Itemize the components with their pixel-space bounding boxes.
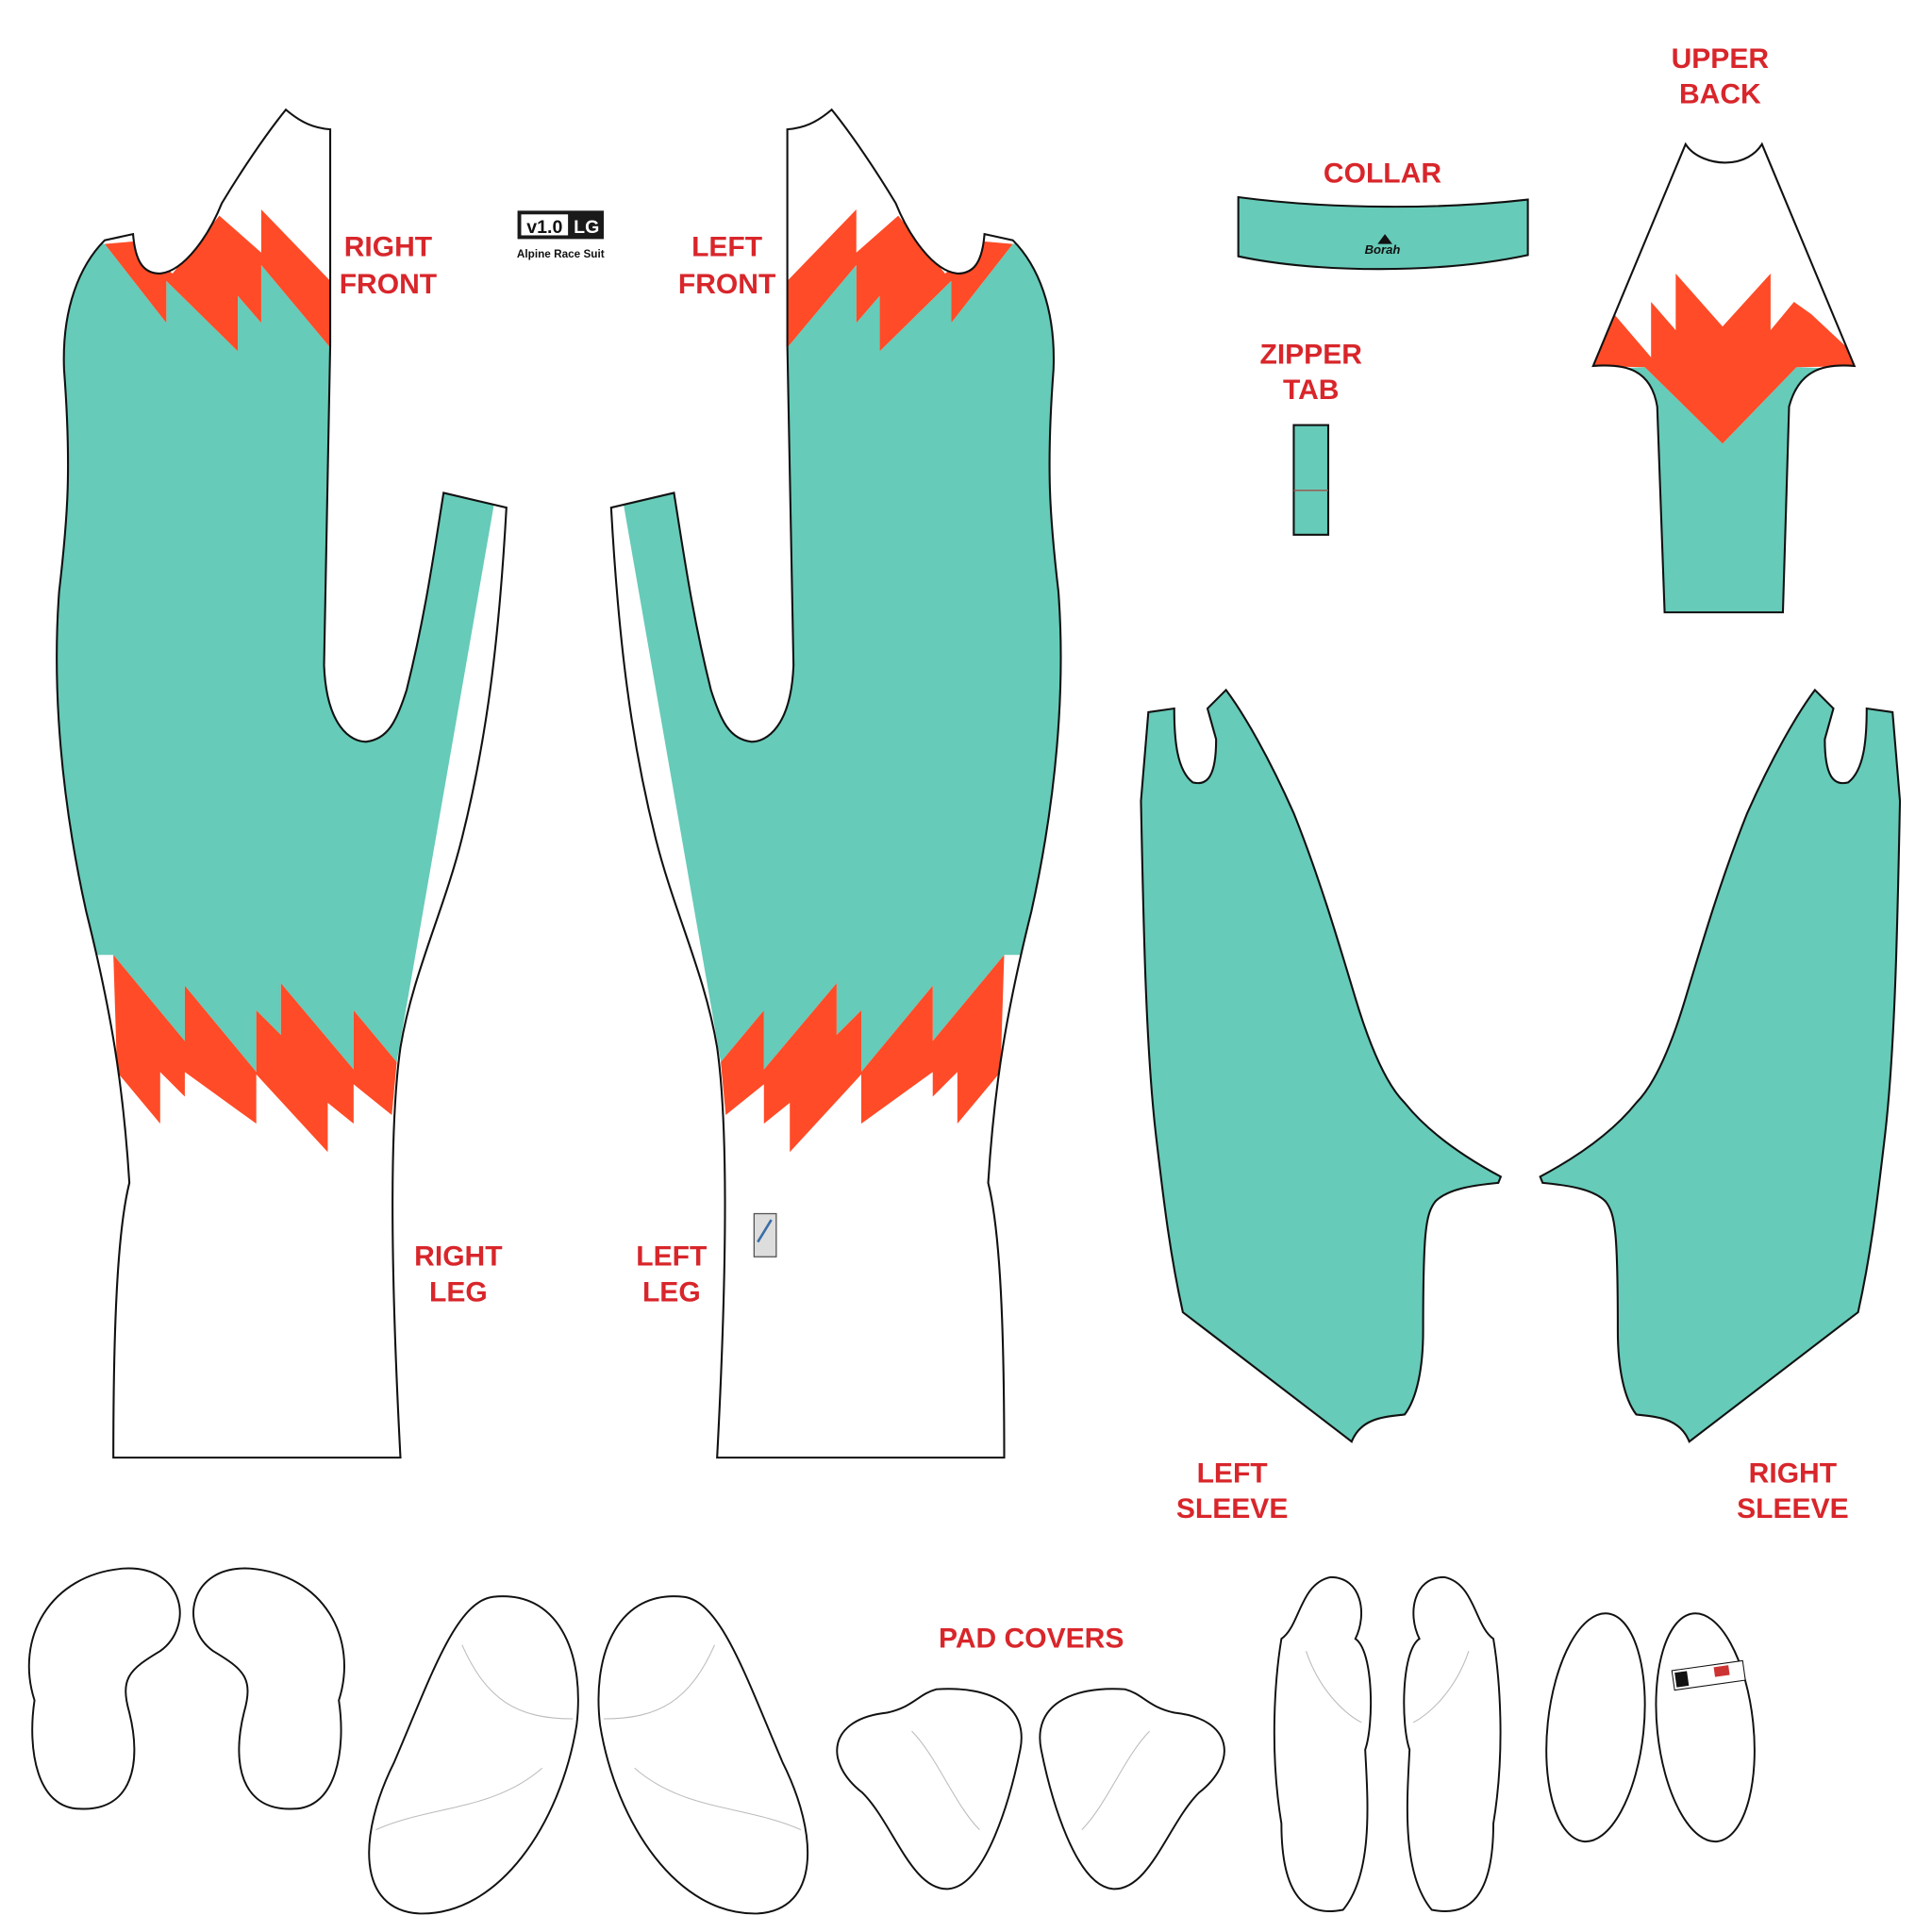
left-sleeve-piece [1140,688,1503,1443]
right-front-piece [56,108,508,1459]
version-text: v1.0 [526,217,562,238]
pad-cover-knee-right [27,1567,181,1810]
label-right-front-1: RIGHT [344,232,433,263]
label-left-leg-2: LEG [642,1276,701,1307]
product-name: Alpine Race Suit [517,248,605,260]
brand-logo: Borah [1365,242,1401,257]
zipper-tab-piece [1292,424,1330,536]
label-left-leg-1: LEFT [636,1241,708,1272]
label-right-leg-2: LEG [429,1276,488,1307]
label-left-sleeve-2: SLEEVE [1176,1493,1288,1524]
pad-cover-hip-right [368,1595,579,1915]
label-right-sleeve-2: SLEEVE [1737,1493,1848,1524]
label-left-front-2: FRONT [678,269,776,300]
label-upper-back-2: BACK [1679,79,1761,110]
label-left-sleeve-1: LEFT [1197,1457,1269,1489]
piece-labels: RIGHT FRONT LEFT FRONT COLLAR UPPER BACK… [340,43,1849,1654]
label-zipper-tab-2: TAB [1283,375,1340,406]
size-text: LG [574,217,599,238]
size-version-logo: v1.0 LG Alpine Race Suit [517,210,605,260]
label-left-front-1: LEFT [691,232,763,263]
label-pad-covers: PAD COVERS [939,1623,1124,1654]
pad-covers [27,1567,1756,1915]
label-zipper-tab-1: ZIPPER [1259,339,1362,370]
collar-piece: Borah [1237,195,1529,271]
label-right-front-2: FRONT [340,269,438,300]
right-sleeve-piece [1539,689,1902,1443]
certification-tag [753,1212,777,1257]
pad-cover-oval-left [1655,1612,1756,1843]
size-label-tag [1671,1659,1746,1691]
left-front-piece [609,108,1062,1459]
pad-cover-shoulder-right [836,1688,1023,1890]
label-right-sleeve-1: RIGHT [1749,1457,1838,1489]
pad-cover-oval-right [1545,1612,1646,1843]
label-right-leg-1: RIGHT [414,1241,503,1272]
pad-cover-forearm-right [1273,1575,1373,1912]
label-upper-back-1: UPPER [1672,43,1770,75]
label-collar: COLLAR [1324,158,1441,189]
upper-back-piece [1591,142,1856,614]
